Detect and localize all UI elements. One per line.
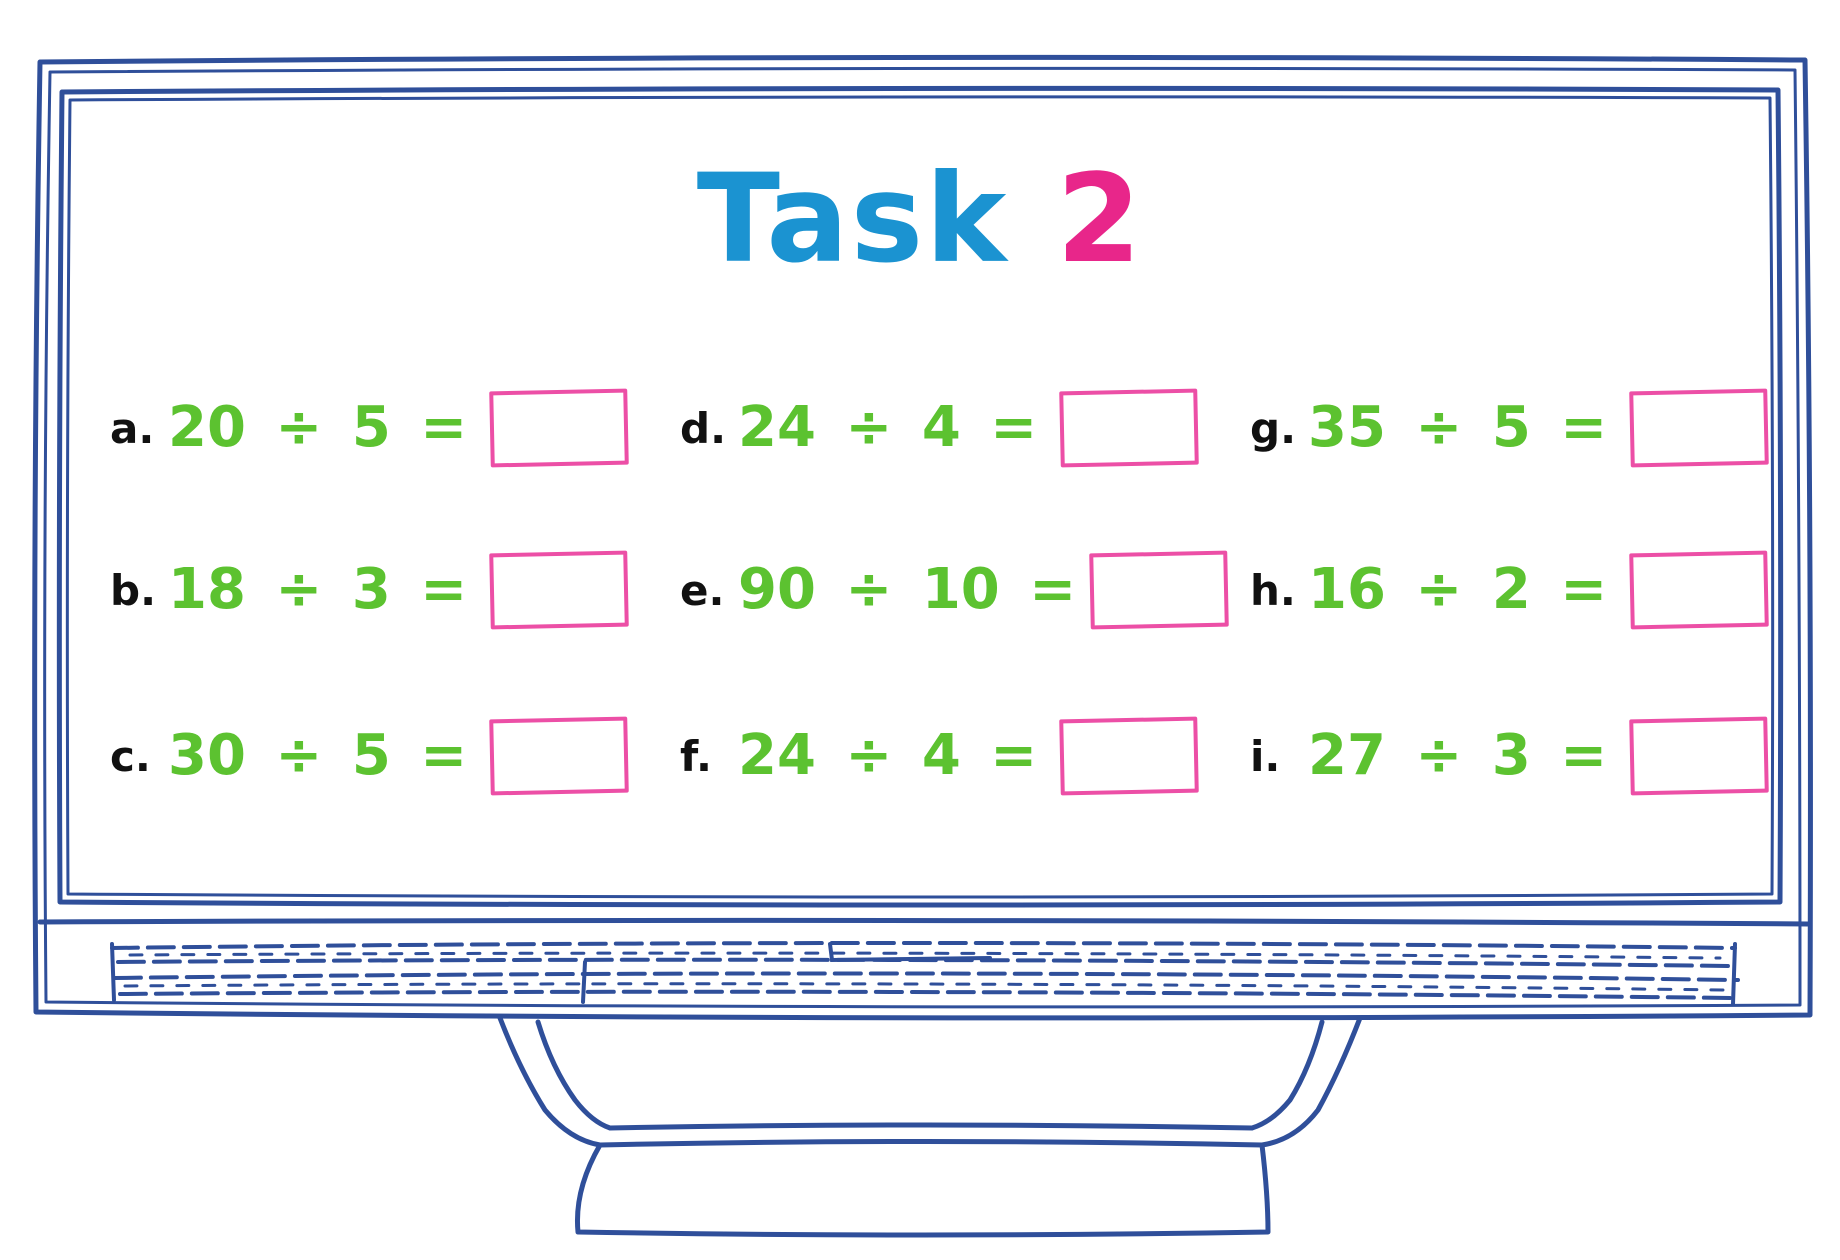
problem-label: i. <box>1250 732 1281 781</box>
problem-expression: 18 ÷ 3 = <box>168 557 468 622</box>
problem-expression: 24 ÷ 4 = <box>738 395 1038 460</box>
monitor-stand-base <box>575 1139 1271 1238</box>
problem-expression: 24 ÷ 4 = <box>738 723 1038 788</box>
problem-label: h. <box>1250 566 1296 615</box>
answer-box-h[interactable] <box>1629 550 1769 630</box>
monitor-chin-line <box>37 917 1811 927</box>
problem-expression: 27 ÷ 3 = <box>1308 723 1608 788</box>
monitor-stand-neck-left <box>497 1015 603 1148</box>
title-word: Task <box>696 148 1009 290</box>
problem-label: a. <box>110 404 155 453</box>
monitor-outer-bezel-inner <box>43 66 1802 1009</box>
problem-d: d. 24 ÷ 4 = <box>680 388 1240 480</box>
problem-a: a. 20 ÷ 5 = <box>110 388 670 480</box>
problem-label: c. <box>110 732 151 781</box>
monitor-stand-neck-left-inner <box>535 1019 613 1131</box>
problem-label: e. <box>680 566 725 615</box>
answer-box-e[interactable] <box>1089 550 1229 630</box>
monitor-stand-neck-right-inner <box>1249 1019 1325 1131</box>
problem-expression: 16 ÷ 2 = <box>1308 557 1608 622</box>
monitor-screen-edge-inner <box>65 95 1775 899</box>
problem-expression: 20 ÷ 5 = <box>168 395 468 460</box>
monitor-stand-neck-right <box>1259 1015 1363 1148</box>
answer-box-c[interactable] <box>489 716 629 796</box>
problem-f: f. 24 ÷ 4 = <box>680 716 1240 808</box>
problem-label: f. <box>680 732 712 781</box>
problem-expression: 90 ÷ 10 = <box>738 557 1077 622</box>
problem-h: h. 16 ÷ 2 = <box>1250 550 1810 642</box>
problem-expression: 35 ÷ 5 = <box>1308 395 1608 460</box>
title-number: 2 <box>1056 148 1144 290</box>
problem-g: g. 35 ÷ 5 = <box>1250 388 1810 480</box>
monitor-stand-base-top <box>607 1122 1255 1131</box>
problem-label: d. <box>680 404 727 453</box>
answer-box-d[interactable] <box>1059 388 1199 468</box>
problem-label: b. <box>110 566 157 615</box>
monitor-outer-bezel <box>32 54 1813 1021</box>
answer-box-g[interactable] <box>1629 388 1769 468</box>
answer-box-i[interactable] <box>1629 716 1769 796</box>
monitor-screen-edge <box>56 85 1784 908</box>
problem-i: i. 27 ÷ 3 = <box>1250 716 1810 808</box>
problem-e: e. 90 ÷ 10 = <box>680 550 1240 642</box>
problem-label: g. <box>1250 404 1297 453</box>
answer-box-a[interactable] <box>489 388 629 468</box>
monitor-chin-scribble <box>110 941 1740 1000</box>
problem-c: c. 30 ÷ 5 = <box>110 716 670 808</box>
answer-box-f[interactable] <box>1059 716 1199 796</box>
problem-b: b. 18 ÷ 3 = <box>110 550 670 642</box>
problem-grid: a. 20 ÷ 5 = b. 18 ÷ 3 = c. 30 ÷ 5 = d. 2… <box>70 100 1770 900</box>
problem-expression: 30 ÷ 5 = <box>168 723 468 788</box>
answer-box-b[interactable] <box>489 550 629 630</box>
